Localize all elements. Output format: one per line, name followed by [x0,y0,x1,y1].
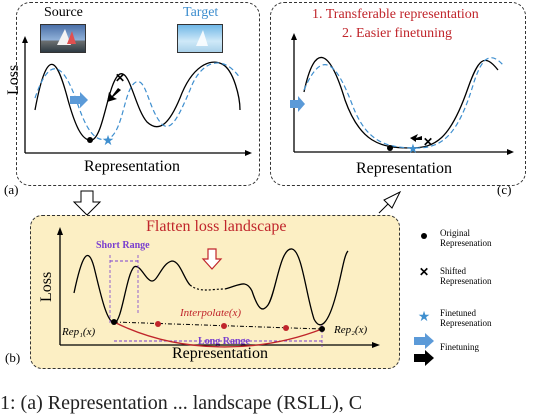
legend-shift-arrow [414,333,434,349]
panel-c-line2: 2. Easier finetuning [342,26,453,41]
legend-finetuning-arrow [414,350,434,366]
source-loss-curve [34,61,241,141]
rep1-label: Rep₁(x) [62,326,96,338]
diagonal-arrow [378,190,402,214]
interpolation-red-curve [113,321,323,348]
source-loss-curve-c [303,57,499,149]
rep1-dot [111,319,117,325]
loss-landscape-curve [73,254,191,324]
source-image [40,24,86,53]
original-rep-dot-c [387,145,393,151]
legend-icons: ✕ ★ [414,233,434,366]
panel-c-x-arrow [507,149,514,155]
panel-b-xlabel: Representation [172,345,268,362]
panel-a-source-label: Source [44,5,83,20]
loss-landscape-curve-right [224,248,349,326]
legend-finetuning-label: Finetuning [440,342,480,352]
panel-c-label: (c) [497,182,512,197]
rep2-dot [319,326,325,332]
interpolation-line [113,321,323,330]
legend-finetuned-star: ★ [418,310,431,325]
panel-a-plot: ✕ ★ [22,36,252,156]
panel-c-xlabel: Representation [356,160,452,177]
legend-shifted-cross: ✕ [419,265,429,279]
target-image [177,24,223,53]
long-range-label: Long Range [198,336,250,347]
panel-c [270,2,526,186]
target-loss-curve [34,62,241,141]
finetuned-rep-star: ★ [102,134,115,149]
legend-original-label: Original Represenation [440,228,492,248]
down-arrow [72,190,102,216]
interp-point-1 [155,321,161,327]
original-rep-dot [87,137,93,143]
rep2-label: Rep₂(x) [334,324,368,336]
panel-c-plot: ✕ ★ [290,33,514,156]
shift-arrow [70,92,88,108]
short-range-label: Short Range [96,240,150,251]
shifted-rep-cross-c: ✕ [423,135,433,149]
panel-a-label: (a) [4,182,19,197]
interpolate-label: Interpolate(x) [180,307,242,319]
panel-b-label: (b) [5,350,21,365]
panel-b-plot [57,227,380,348]
finetuned-rep-star-c: ★ [407,141,419,156]
panel-a-target-label: Target [183,5,219,20]
shift-arrow-c [290,96,305,112]
flatten-arrow [201,248,223,270]
interp-point-3 [283,325,289,331]
panel-a [16,2,260,186]
panel-a-xlabel: Representation [84,158,180,175]
legend-original-dot [421,233,427,239]
panel-b-y-arrow [57,227,63,235]
panel-b [30,215,400,369]
panel-a-x-arrow [245,150,252,156]
finetuning-arrow-c [410,134,422,142]
panel-c-y-arrow [291,33,297,40]
legend-finetuned-label: Finetuned Represenation [440,308,492,328]
finetuning-arrow [107,88,121,102]
loss-landscape-curve-dotted [189,284,226,291]
figure-caption: 1: (a) Representation ... landscape (RSL… [0,392,363,414]
interp-point-2 [221,323,227,329]
panel-b-x-arrow [372,342,380,348]
panel-a-y-arrow [22,36,28,43]
panel-c-line1: 1. Transferable representation [312,7,479,22]
shifted-rep-cross: ✕ [115,71,125,85]
legend-shifted-label: Shifted Represenation [440,266,492,286]
target-loss-curve-c [303,57,505,149]
panel-b-title: Flatten loss landscape [146,218,287,235]
